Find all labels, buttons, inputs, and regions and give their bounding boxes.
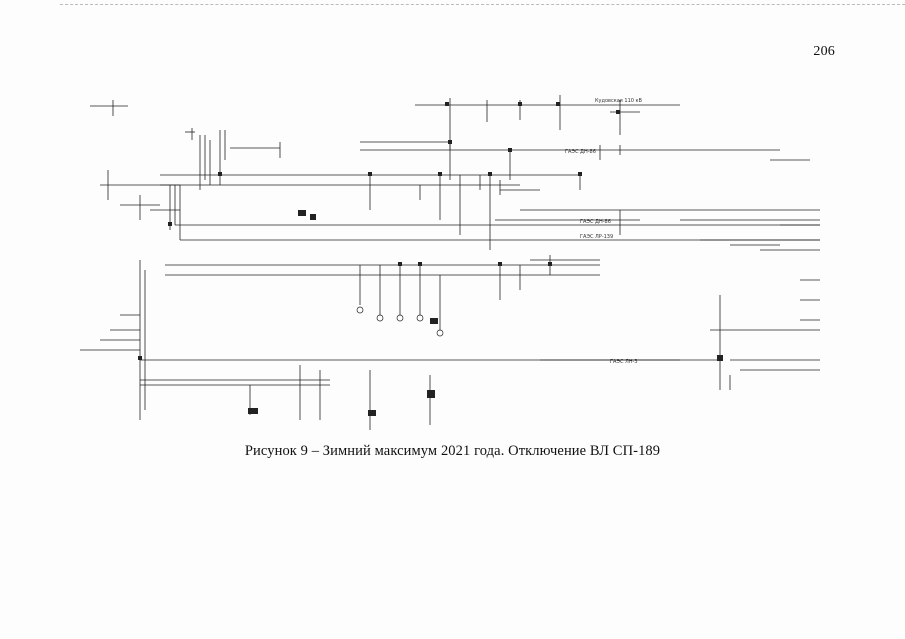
substation-label-top: Кудовская 110 кВ xyxy=(595,98,643,104)
figure-caption: Рисунок 9 – Зимний максимум 2021 года. О… xyxy=(244,443,661,459)
feeder-label-2: ГАЭС ДН-86 xyxy=(580,219,611,225)
single-line-diagram: ГАЭС ДН-86 ГАЭС ДН-86 ГАЭС ЛР-139 ГАЭС Л… xyxy=(80,95,820,430)
feeder-label-3: ГАЭС ЛР-139 xyxy=(580,234,613,240)
feeder-label-1: ГАЭС ДН-86 xyxy=(565,149,596,155)
feeder-label-4: ГАЭС ЛН-3 xyxy=(610,359,638,365)
page-number: 206 xyxy=(813,44,835,59)
scan-edge xyxy=(60,4,905,6)
